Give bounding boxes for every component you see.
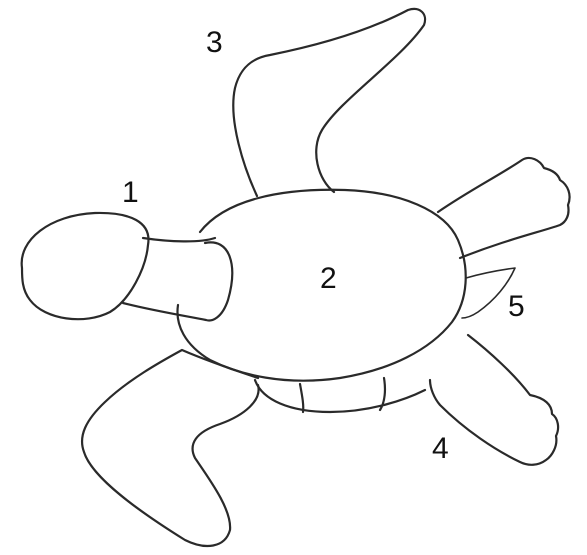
turtle-head <box>22 213 149 319</box>
label-lower-right-flipper: 4 <box>432 434 449 464</box>
upper-flipper <box>233 9 425 196</box>
label-upper-flipper: 3 <box>206 28 223 58</box>
label-tail: 5 <box>508 292 525 322</box>
belly-plate <box>255 378 425 412</box>
label-head: 1 <box>122 178 139 208</box>
lower-left-flipper <box>82 350 259 546</box>
lower-right-flipper <box>430 335 558 465</box>
upper-right-flipper <box>438 158 570 258</box>
label-body: 2 <box>320 264 337 294</box>
